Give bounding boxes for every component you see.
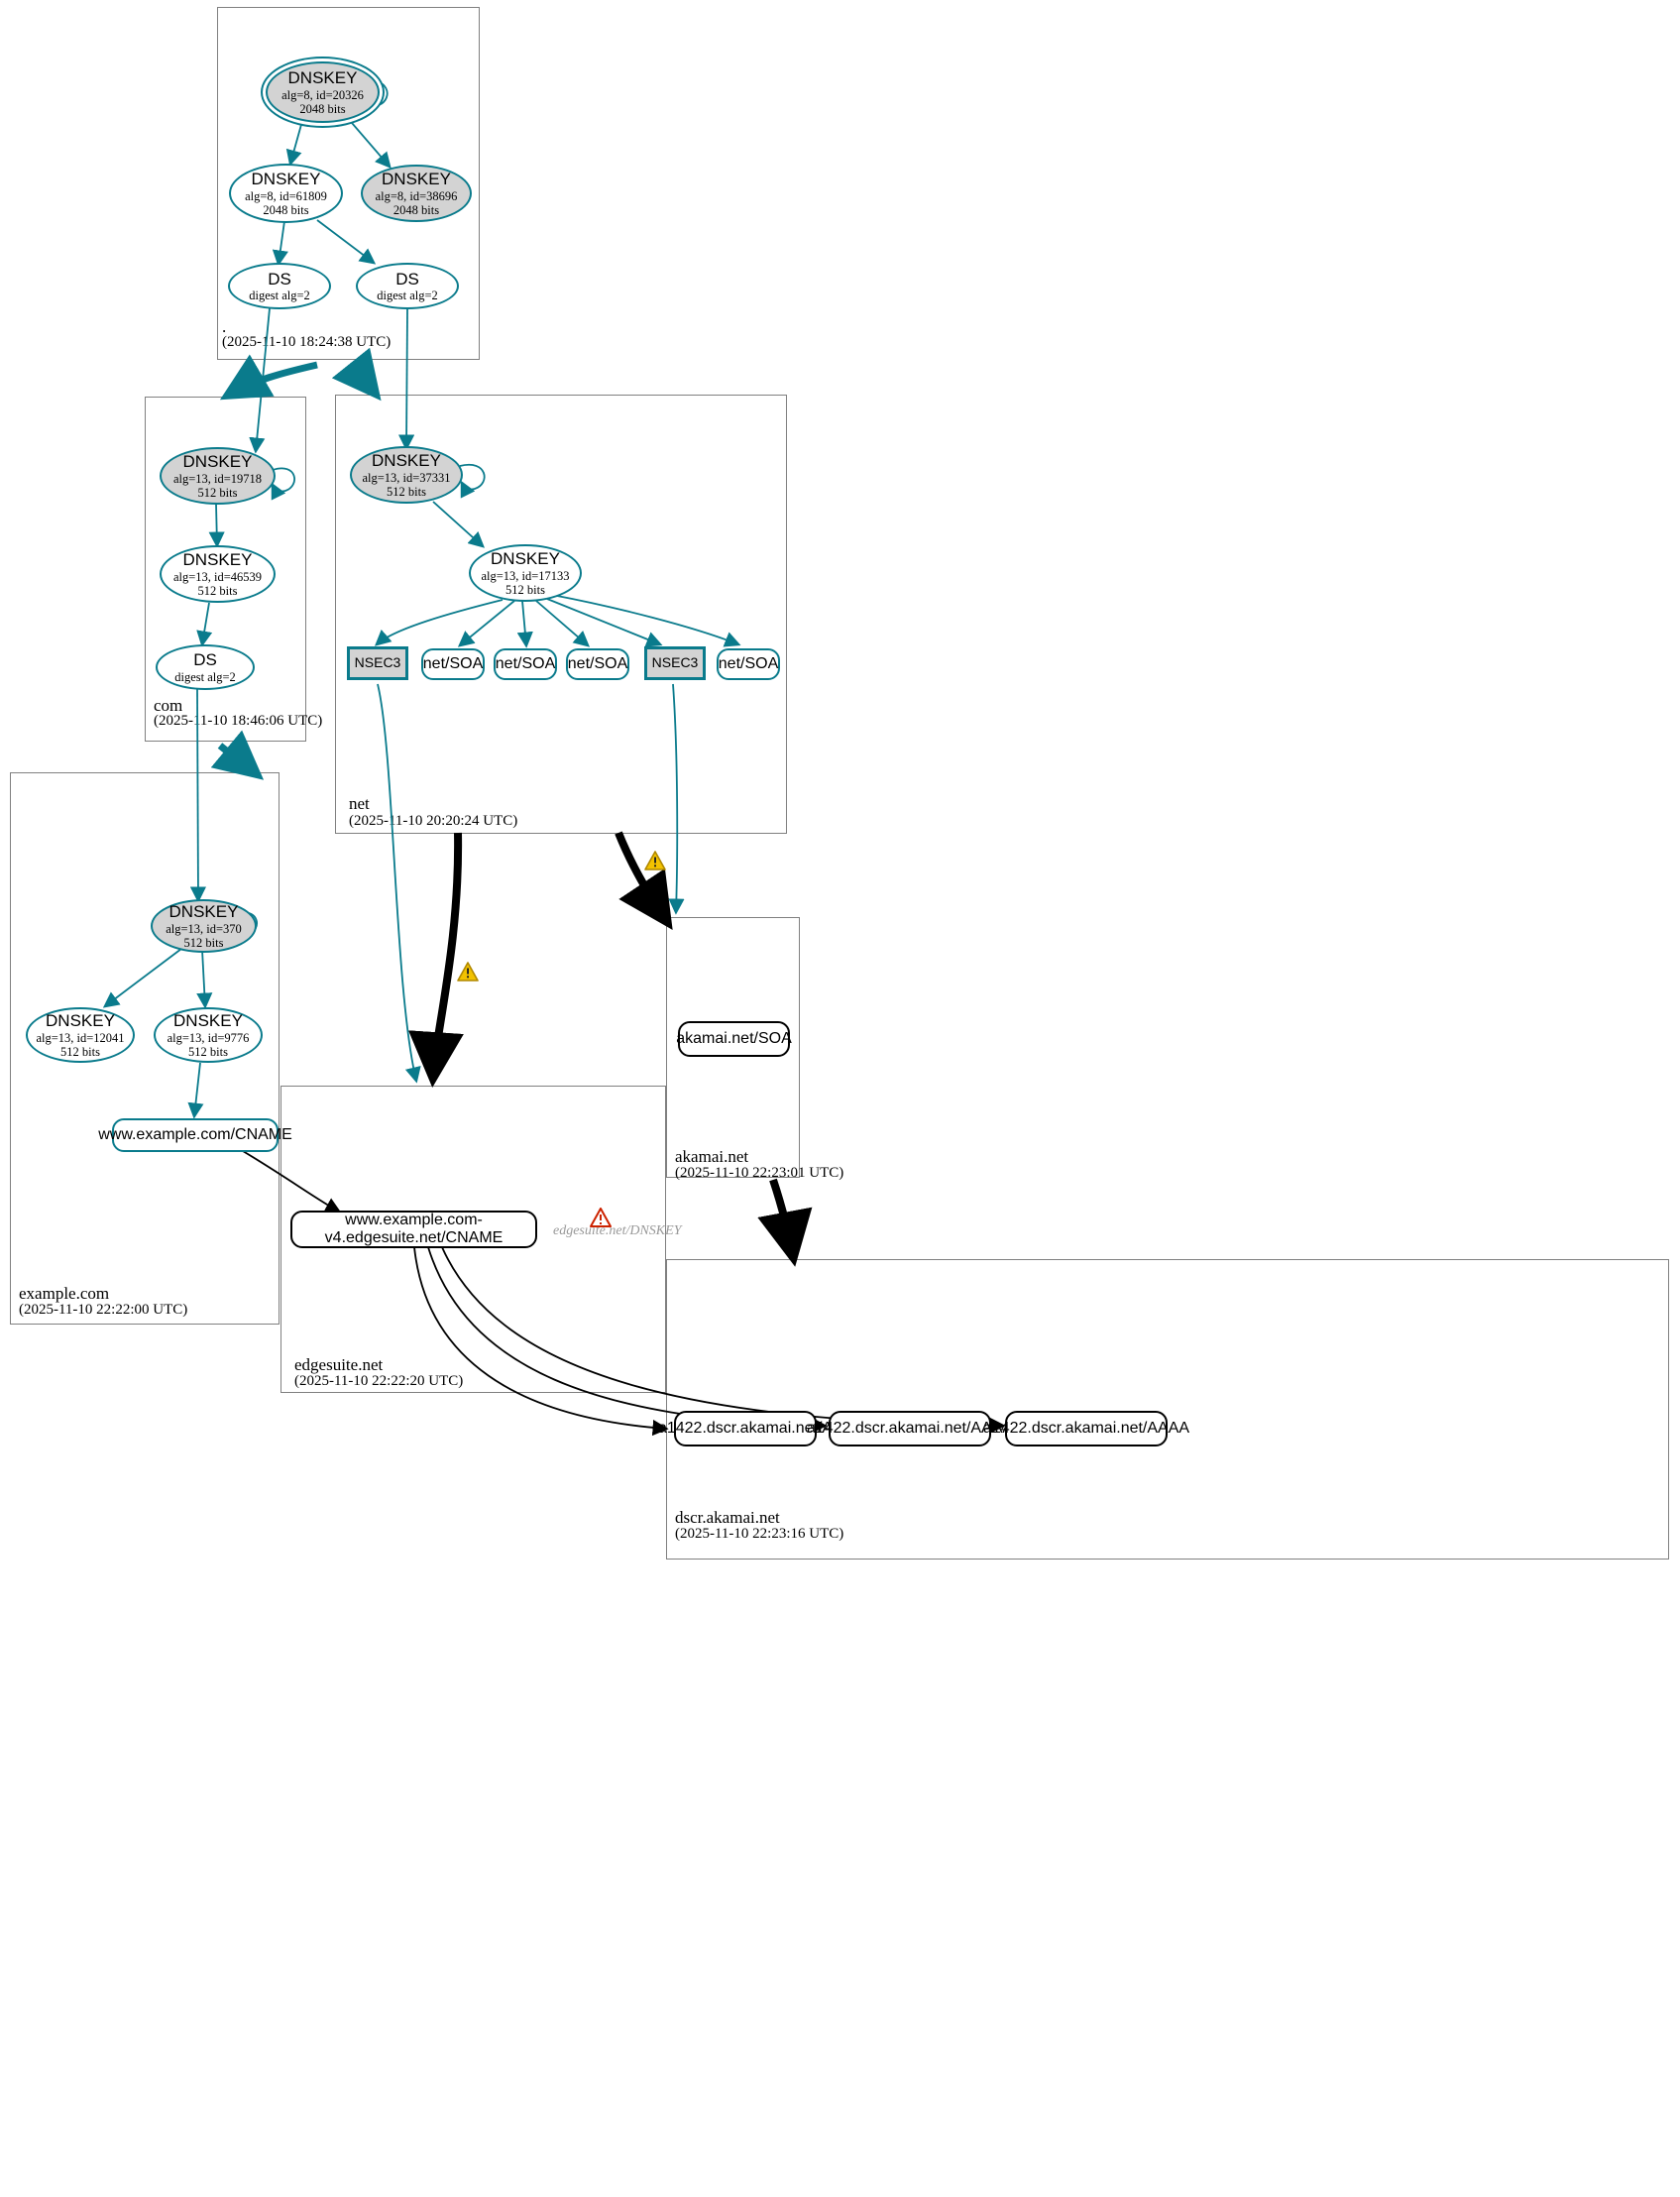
zone-timestamp-root: (2025-11-10 18:24:38 UTC) [222, 334, 392, 350]
node-title: net/SOA [422, 655, 484, 673]
node-subline-1: alg=8, id=38696 [375, 188, 458, 203]
node-title: net/SOA [567, 655, 628, 673]
node-dnskey-root-zsk-61809[interactable]: DNSKEY alg=8, id=61809 2048 bits [229, 164, 343, 223]
node-title: DS [193, 650, 217, 670]
node-title: www.example.com/CNAME [98, 1126, 292, 1144]
node-title: net/SOA [718, 655, 779, 673]
node-subline-2: 512 bits [387, 484, 426, 499]
node-dnskey-root-zsk-38696[interactable]: DNSKEY alg=8, id=38696 2048 bits [361, 165, 472, 222]
node-subline-1: alg=13, id=17133 [481, 568, 570, 583]
node-subline-1: digest alg=2 [174, 669, 236, 684]
node-nsec3-net-a[interactable]: NSEC3 [347, 646, 408, 680]
node-title: a1422.dscr.akamai.net/AAAA [982, 1420, 1190, 1438]
node-title: akamai.net/SOA [676, 1030, 792, 1048]
node-title: DNSKEY [251, 170, 321, 189]
node-nsec3-net-b[interactable]: NSEC3 [644, 646, 706, 680]
zone-label-com: com [154, 696, 183, 715]
node-subline-1: alg=13, id=46539 [172, 569, 263, 584]
node-rr-dscr-a[interactable]: a1422.dscr.akamai.net/A [658, 1411, 833, 1446]
node-title: DS [268, 269, 291, 289]
node-title: DNSKEY [182, 550, 253, 570]
warning-triangle-icon-net-to-edgesuite [457, 962, 479, 982]
node-subline-1: alg=13, id=19718 [172, 471, 263, 486]
zone-timestamp-edgesuite-net: (2025-11-10 22:22:20 UTC) [294, 1373, 464, 1389]
node-rr-net-soa-2[interactable]: net/SOA [494, 648, 557, 680]
node-title: DNSKEY [182, 452, 253, 472]
node-subline-2: 512 bits [188, 1044, 228, 1059]
node-title: DS [395, 269, 419, 289]
node-dnskey-com-zsk-46539[interactable]: DNSKEY alg=13, id=46539 512 bits [160, 545, 276, 603]
node-rr-akamai-net-soa[interactable]: akamai.net/SOA [676, 1021, 792, 1057]
node-rr-net-soa-4[interactable]: net/SOA [717, 648, 780, 680]
node-title: a1422.dscr.akamai.net/AAAA [806, 1420, 1014, 1438]
node-ds-example-com-in-com[interactable]: DS digest alg=2 [156, 644, 255, 690]
node-title: net/SOA [495, 655, 556, 673]
node-title: NSEC3 [651, 654, 699, 671]
node-rr-net-soa-1[interactable]: net/SOA [421, 648, 485, 680]
node-subline-1: alg=8, id=20326 [281, 87, 364, 102]
node-title: DNSKEY [46, 1011, 115, 1031]
node-subline-2: 2048 bits [299, 101, 346, 116]
node-dnskey-net-ksk-37331[interactable]: DNSKEY alg=13, id=37331 512 bits [350, 446, 463, 504]
node-rr-dscr-aaaa-2[interactable]: a1422.dscr.akamai.net/AAAA [983, 1411, 1189, 1446]
node-title: a1422.dscr.akamai.net/A [657, 1420, 834, 1438]
node-title: DNSKEY [287, 68, 358, 88]
node-subline-1: digest alg=2 [377, 289, 438, 303]
node-dnskey-net-zsk-17133[interactable]: DNSKEY alg=13, id=17133 512 bits [469, 544, 582, 602]
zone-label-akamai-net: akamai.net [675, 1147, 749, 1166]
zone-timestamp-dscr-akamai-net: (2025-11-10 22:23:16 UTC) [675, 1526, 844, 1542]
node-subline-2: 512 bits [197, 583, 238, 598]
node-dnskey-com-ksk-19718[interactable]: DNSKEY alg=13, id=19718 512 bits [160, 447, 276, 505]
zone-label-root: . [222, 317, 227, 336]
zone-box-example-com [10, 772, 280, 1325]
node-title: NSEC3 [354, 654, 401, 671]
zone-label-dscr-akamai-net: dscr.akamai.net [675, 1508, 780, 1527]
node-title: DNSKEY [168, 902, 239, 922]
node-title: DNSKEY [372, 451, 441, 471]
node-title: DNSKEY [491, 549, 560, 569]
node-title: DNSKEY [382, 170, 451, 189]
node-subline-1: alg=13, id=9776 [167, 1030, 250, 1045]
zone-timestamp-com: (2025-11-10 18:46:06 UTC) [154, 713, 323, 729]
node-subline-2: 512 bits [197, 485, 238, 500]
node-subline-1: alg=13, id=37331 [362, 470, 451, 485]
node-title: www.example.com-v4.edgesuite.net/CNAME [324, 1212, 504, 1246]
node-subline-1: digest alg=2 [249, 289, 310, 303]
node-rr-dscr-aaaa-1[interactable]: a1422.dscr.akamai.net/AAAA [807, 1411, 1013, 1446]
node-subline-2: 512 bits [505, 582, 545, 597]
zone-label-edgesuite-net: edgesuite.net [294, 1355, 384, 1374]
zone-timestamp-net: (2025-11-10 20:20:24 UTC) [349, 813, 518, 829]
node-subline-1: alg=13, id=12041 [36, 1030, 125, 1045]
zone-label-example-com: example.com [19, 1284, 110, 1303]
node-ghost-edgesuite-dnskey: edgesuite.net/DNSKEY [553, 1223, 682, 1238]
node-rr-net-soa-3[interactable]: net/SOA [566, 648, 629, 680]
node-rr-www-example-com-cname[interactable]: www.example.com/CNAME [98, 1118, 292, 1152]
node-subline-2: 2048 bits [263, 202, 309, 217]
node-dnskey-example-com-zsk-12041[interactable]: DNSKEY alg=13, id=12041 512 bits [26, 1007, 135, 1063]
node-ds-com-in-root[interactable]: DS digest alg=2 [228, 263, 331, 309]
node-dnskey-example-com-ksk-370[interactable]: DNSKEY alg=13, id=370 512 bits [151, 899, 257, 953]
zone-timestamp-example-com: (2025-11-10 22:22:00 UTC) [19, 1302, 188, 1318]
error-triangle-icon [590, 1208, 612, 1227]
zone-label-net: net [349, 794, 370, 813]
node-subline-2: 512 bits [183, 935, 224, 950]
node-dnskey-example-com-zsk-9776[interactable]: DNSKEY alg=13, id=9776 512 bits [154, 1007, 263, 1063]
node-title: DNSKEY [173, 1011, 243, 1031]
node-subline-1: alg=8, id=61809 [245, 188, 327, 203]
node-subline-1: alg=13, id=370 [166, 921, 242, 936]
node-dnskey-root-ksk-20326[interactable]: DNSKEY alg=8, id=20326 2048 bits [266, 61, 380, 123]
zone-box-akamai-net [666, 917, 800, 1178]
zone-timestamp-akamai-net: (2025-11-10 22:23:01 UTC) [675, 1165, 844, 1181]
node-rr-edgesuite-cname[interactable]: www.example.com-v4.edgesuite.net/CNAME [290, 1211, 537, 1248]
node-ds-net-in-root[interactable]: DS digest alg=2 [356, 263, 459, 309]
node-subline-2: 512 bits [60, 1044, 100, 1059]
node-subline-2: 2048 bits [392, 202, 440, 217]
zone-box-net [335, 395, 787, 834]
warning-triangle-icon-net-to-akamai [644, 851, 666, 870]
zone-box-dscr-akamai-net [666, 1259, 1669, 1560]
